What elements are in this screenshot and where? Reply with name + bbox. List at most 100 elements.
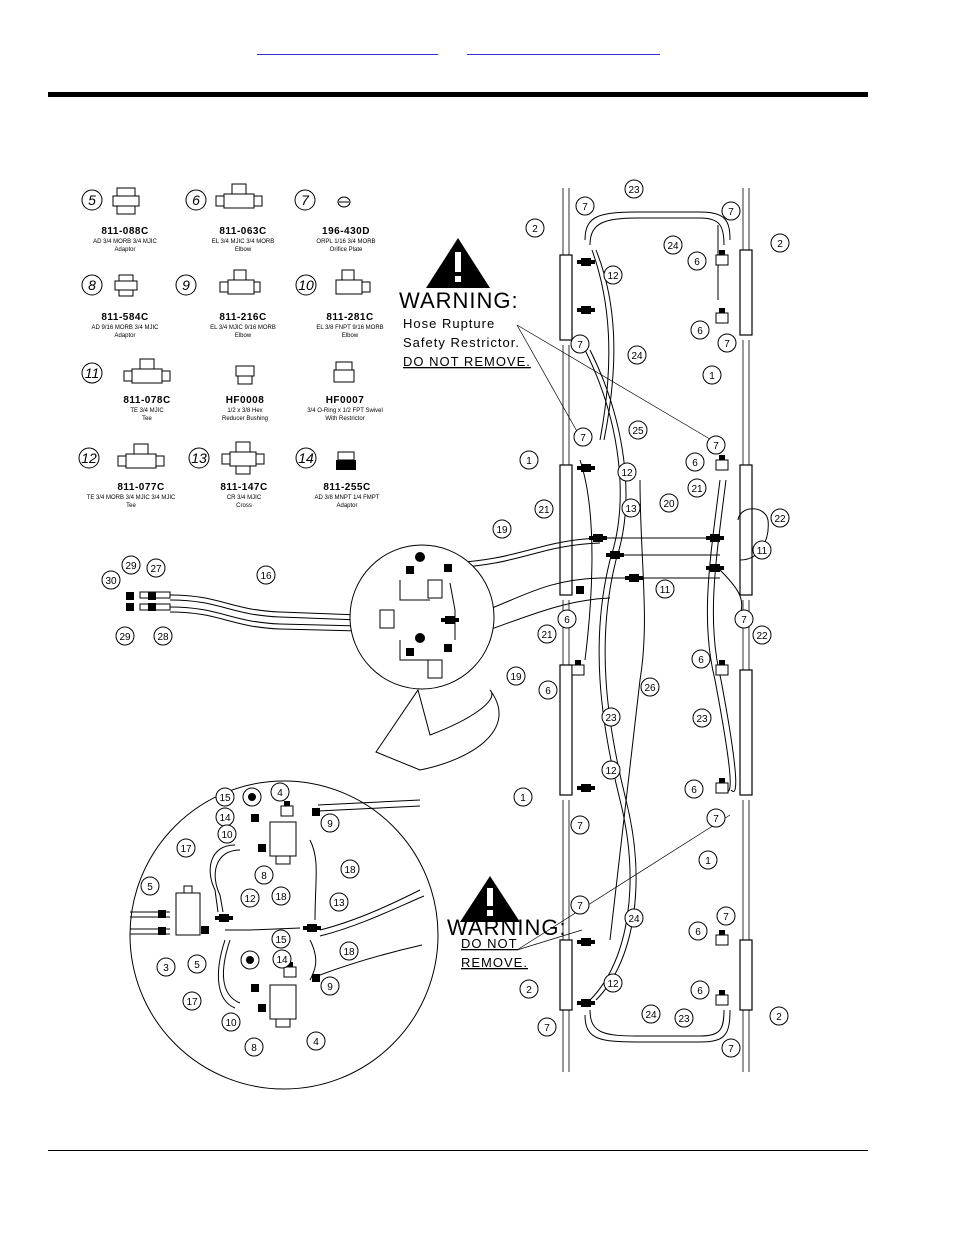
callout-2: 2	[519, 979, 539, 999]
svg-text:6: 6	[694, 257, 700, 268]
supply-hoses	[126, 591, 361, 632]
part-type: Tee	[142, 416, 152, 422]
callout-12: 12	[603, 973, 623, 993]
svg-text:12: 12	[607, 271, 619, 282]
cylinder	[559, 464, 573, 596]
callout-12: 12	[617, 462, 637, 482]
callout-9: 9	[320, 976, 340, 996]
callout-3: 3	[156, 957, 176, 977]
part-desc: ORPL 1/16 3/4 MORB	[316, 239, 375, 245]
header-link-1[interactable]	[257, 36, 438, 55]
part-type: Cross	[236, 503, 252, 509]
callout-15: 15	[271, 929, 291, 949]
warning-line: DO NOT	[461, 936, 518, 951]
part-number: 811-063C	[219, 226, 266, 237]
part-type: Adaptor	[336, 503, 357, 509]
svg-text:16: 16	[260, 571, 272, 582]
callout-18: 18	[339, 941, 359, 961]
warning-line: Hose Rupture	[403, 316, 495, 331]
callout-29: 29	[115, 626, 135, 646]
legend-item-11: 11 811-078C TE 3/4 MJIC Tee	[81, 358, 171, 422]
callout-22: 22	[752, 625, 772, 645]
svg-text:23: 23	[605, 713, 617, 724]
part-number: 811-077C	[117, 482, 164, 493]
svg-text:21: 21	[691, 484, 703, 495]
callout-1: 1	[702, 365, 722, 385]
svg-text:3: 3	[163, 963, 169, 974]
callout-4: 4	[270, 782, 290, 802]
svg-text:17: 17	[180, 844, 192, 855]
callout-13: 13	[621, 498, 641, 518]
callout-6: 6	[685, 452, 705, 472]
callout-1: 1	[519, 450, 539, 470]
callout-6: 6	[557, 609, 577, 629]
legend-num: 6	[192, 192, 200, 208]
callout-6: 6	[691, 649, 711, 669]
callout-17: 17	[182, 991, 202, 1011]
callout-9: 9	[320, 813, 340, 833]
svg-text:24: 24	[628, 914, 640, 925]
cylinder	[559, 664, 573, 796]
callout-2: 2	[769, 1006, 789, 1026]
svg-text:18: 18	[344, 865, 356, 876]
legend-item-13: 13 811-147C CR 3/4 MJIC Cross	[188, 441, 267, 509]
svg-text:21: 21	[541, 630, 553, 641]
callout-23: 23	[674, 1008, 694, 1028]
callout-17: 17	[176, 838, 196, 858]
svg-text:23: 23	[628, 185, 640, 196]
part-type: Orifice Plate	[330, 247, 363, 253]
legend-num: 8	[88, 277, 96, 293]
part-type: Elbow	[342, 333, 359, 339]
cylinder	[739, 464, 753, 596]
callout-7: 7	[721, 1038, 741, 1058]
part-type: Reducer Bushing	[222, 416, 268, 422]
callout-25: 25	[628, 420, 648, 440]
callout-18: 18	[271, 886, 291, 906]
svg-text:7: 7	[713, 441, 719, 452]
callout-30: 30	[101, 570, 121, 590]
callout-21: 21	[537, 624, 557, 644]
callout-27: 27	[146, 558, 166, 578]
svg-text:2: 2	[777, 239, 783, 250]
svg-text:5: 5	[147, 882, 153, 893]
legend-item-hf0008: HF0008 1/2 x 3/8 Hex Reducer Bushing	[222, 365, 268, 422]
svg-text:12: 12	[605, 766, 617, 777]
svg-text:2: 2	[526, 985, 532, 996]
callout-24: 24	[627, 345, 647, 365]
svg-text:7: 7	[724, 339, 730, 350]
reducer-bushing-icon	[235, 365, 255, 385]
elbow-icon	[335, 269, 371, 295]
tee-icon	[117, 443, 165, 469]
callout-7: 7	[716, 906, 736, 926]
callout-6: 6	[688, 921, 708, 941]
callout-10: 10	[221, 1012, 241, 1032]
svg-text:5: 5	[194, 960, 200, 971]
svg-text:23: 23	[678, 1014, 690, 1025]
svg-text:8: 8	[251, 1043, 257, 1054]
svg-text:7: 7	[544, 1023, 550, 1034]
svg-text:7: 7	[728, 1044, 734, 1055]
cross-icon	[221, 441, 265, 475]
svg-text:6: 6	[698, 655, 704, 666]
callout-22: 22	[770, 508, 790, 528]
callout-6: 6	[690, 980, 710, 1000]
callouts: 23 2 7 7 24 2 6 12 6 7 7 24 1 25 7 7 1 6…	[101, 179, 790, 1058]
callout-16: 16	[256, 565, 276, 585]
callout-6: 6	[690, 320, 710, 340]
svg-text:6: 6	[697, 326, 703, 337]
callout-12: 12	[240, 888, 260, 908]
part-desc: EL 3/8 FNPT 9/16 MORB	[316, 325, 383, 331]
header-link-2[interactable]	[467, 36, 660, 55]
callout-7: 7	[706, 808, 726, 828]
svg-text:9: 9	[327, 819, 333, 830]
callout-8: 8	[244, 1037, 264, 1057]
svg-text:7: 7	[580, 433, 586, 444]
elbow-icon	[219, 269, 261, 295]
callout-20: 20	[659, 493, 679, 513]
svg-text:17: 17	[186, 997, 198, 1008]
legend-num: 10	[298, 277, 314, 293]
part-type: Adaptor	[114, 247, 135, 253]
svg-text:1: 1	[526, 456, 532, 467]
part-number: HF0008	[226, 395, 265, 406]
